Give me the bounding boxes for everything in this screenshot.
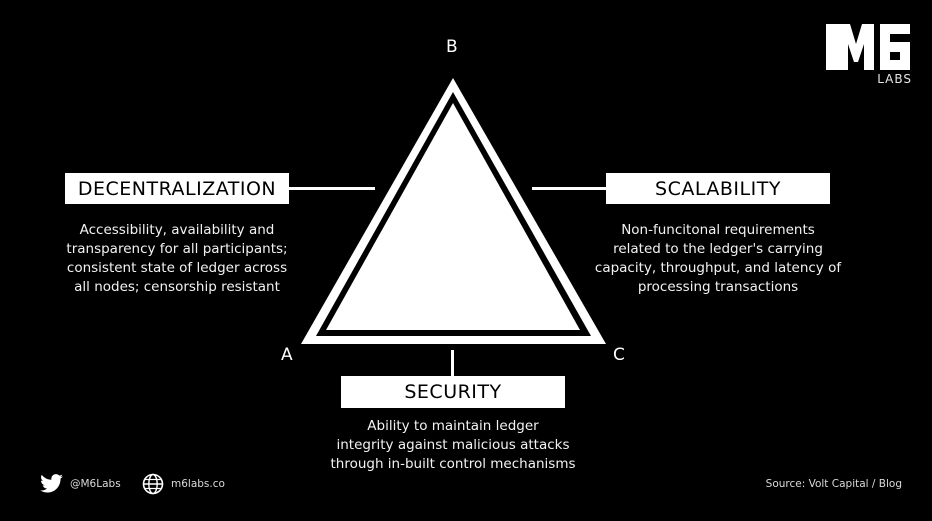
- twitter-handle[interactable]: @M6Labs: [70, 478, 121, 490]
- decentralization-desc-line: transparency for all participants;: [66, 241, 288, 257]
- source-credit: Source: Volt Capital / Blog: [765, 478, 902, 490]
- website-link[interactable]: m6labs.co: [171, 478, 225, 490]
- vertex-label-b: B: [446, 37, 458, 57]
- vertex-label-a: A: [281, 345, 293, 365]
- decentralization-desc-line: consistent state of ledger across: [66, 260, 288, 276]
- scalability-desc-line: processing transactions: [637, 279, 799, 295]
- globe-icon: [142, 473, 164, 495]
- scalability-desc-line: Non-funcitonal requirements: [621, 222, 815, 238]
- logo-subtitle: LABS: [877, 72, 912, 86]
- vertex-label-c: C: [613, 345, 625, 365]
- connector-security: [451, 350, 454, 376]
- decentralization-desc-line: Accessibility, availability and: [79, 222, 275, 238]
- security-desc-line: Ability to maintain ledger: [367, 418, 539, 434]
- m6-labs-logo: LABS: [826, 24, 912, 90]
- scalability-desc-line: capacity, throughput, and latency of: [594, 260, 842, 276]
- security-label: SECURITY: [341, 376, 565, 408]
- scalability-desc-line: related to the ledger's carrying: [613, 241, 823, 257]
- connector-decentralization: [289, 187, 375, 190]
- security-desc-line: integrity against malicious attacks: [336, 437, 570, 453]
- decentralization-desc-line: all nodes; censorship resistant: [74, 279, 280, 295]
- scalability-description: Non-funcitonal requirements related to t…: [583, 221, 853, 297]
- security-desc-line: through in-built control mechanisms: [330, 456, 576, 472]
- triangle-inner: [326, 103, 580, 330]
- decentralization-description: Accessibility, availability and transpar…: [47, 221, 307, 297]
- connector-scalability: [532, 187, 606, 190]
- decentralization-label: DECENTRALIZATION: [65, 173, 289, 204]
- twitter-bird-icon: [40, 474, 63, 493]
- scalability-label: SCALABILITY: [606, 173, 830, 204]
- m6-logo-mark: [826, 24, 910, 70]
- security-description: Ability to maintain ledger integrity aga…: [313, 417, 593, 474]
